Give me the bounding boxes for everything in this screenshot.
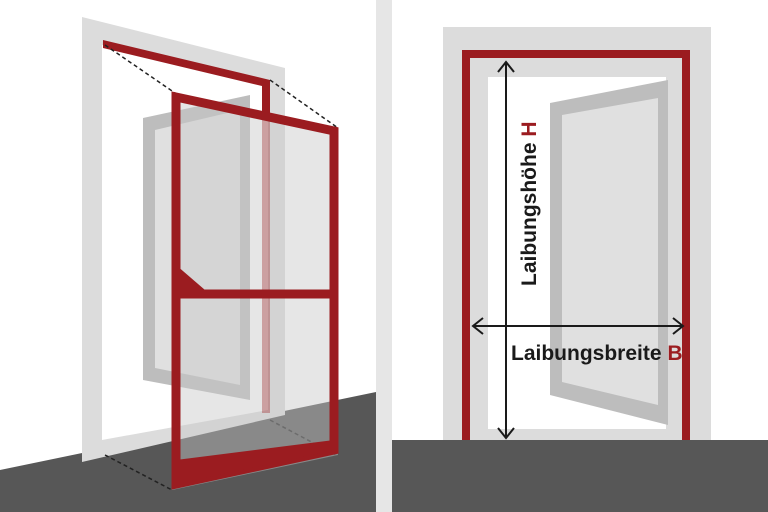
height-arrow (497, 60, 515, 440)
width-arrow (471, 317, 685, 335)
height-letter: H (518, 121, 541, 136)
floor-right (392, 440, 768, 512)
width-label: Laibungsbreite B (511, 342, 683, 365)
guide-lines (104, 44, 339, 491)
side-rail-shadow (262, 113, 270, 413)
floor-left (0, 392, 376, 512)
height-label: Laibungshöhe H (518, 121, 541, 286)
screen-top-frame (103, 40, 270, 113)
right-panel-front-view: Laibungshöhe H Laibungsbreite B (392, 0, 768, 512)
width-letter: B (667, 342, 682, 365)
panel-divider (376, 0, 392, 512)
corner-brace (176, 265, 205, 290)
kick-plate (176, 440, 334, 484)
left-panel-3d-screen-door (0, 0, 376, 512)
open-door-right-panel (562, 98, 658, 405)
